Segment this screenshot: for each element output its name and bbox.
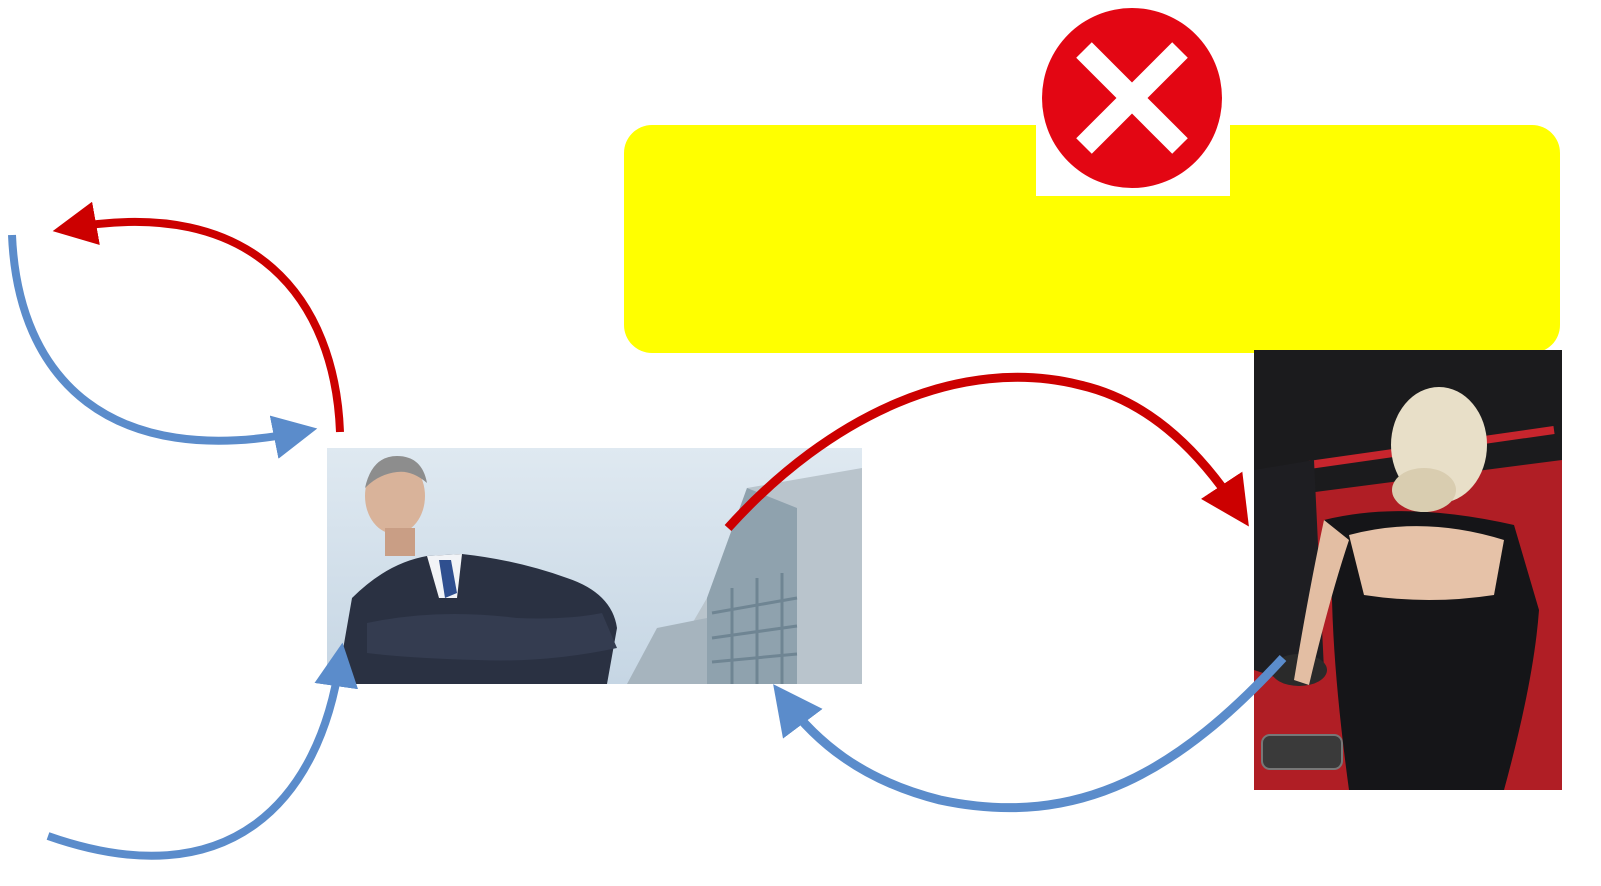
blue-arrow-bottom-left — [48, 660, 340, 856]
x-mark-icon — [1040, 6, 1224, 190]
woman-red-carpet-photo — [1254, 350, 1562, 790]
blue-arrow-top-left — [12, 235, 300, 441]
businessman-photo — [327, 448, 862, 684]
red-arrow-top-left — [70, 222, 340, 432]
